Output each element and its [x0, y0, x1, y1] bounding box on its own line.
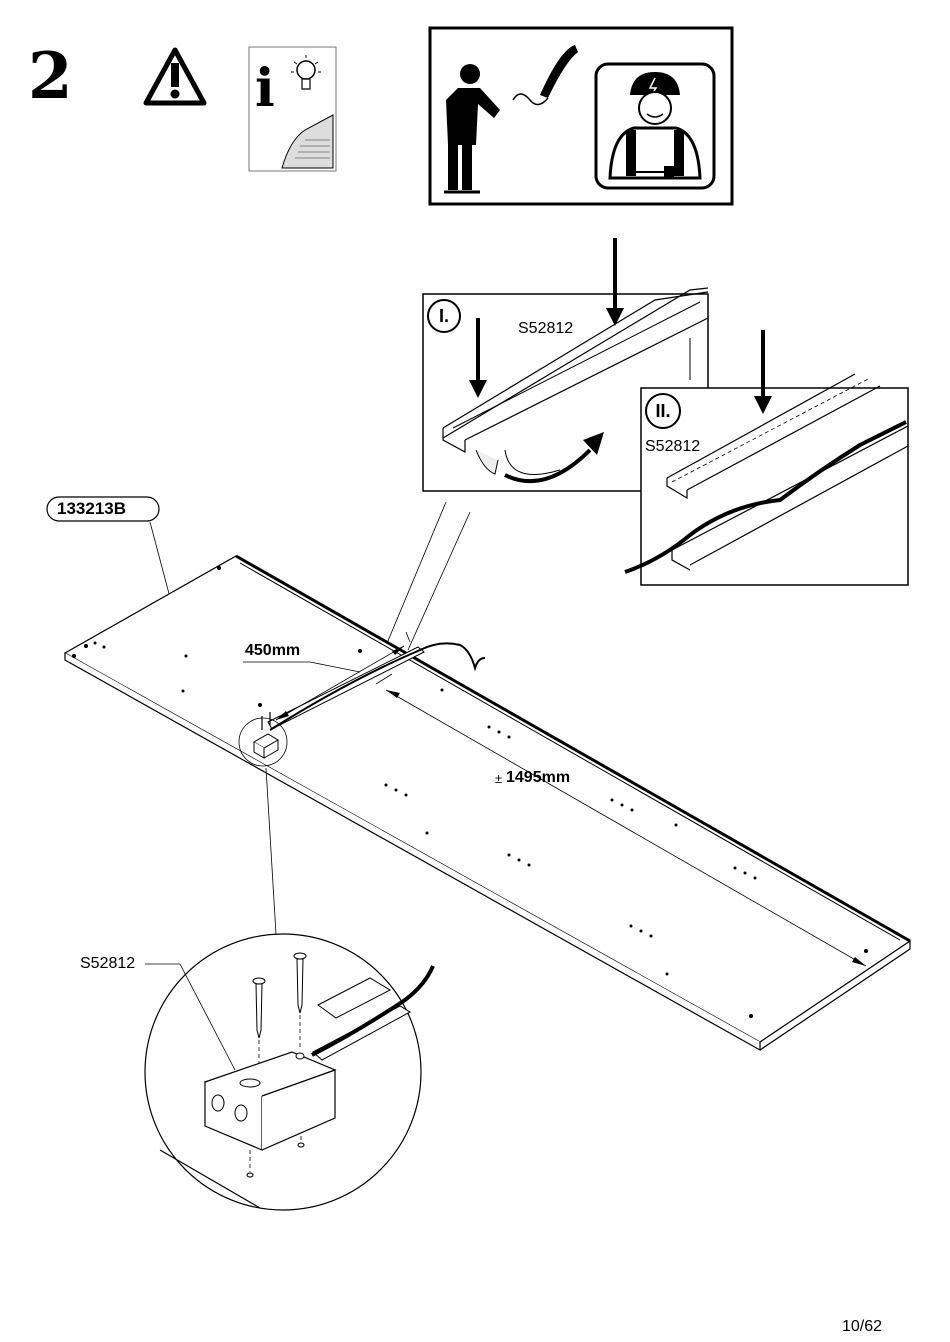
call-electrician-icon — [428, 26, 734, 206]
info-sheet-icon: i — [248, 46, 337, 172]
detail-2-marker: II. — [645, 393, 681, 429]
dimension-length-label: 1495mm — [506, 769, 571, 786]
panel-part-code: 133213B — [57, 499, 127, 518]
svg-text:i: i — [255, 58, 275, 119]
profile-code-zoom: S52812 — [80, 955, 136, 972]
detail-1-marker: I. — [427, 299, 461, 333]
zoom-detail — [144, 933, 435, 1211]
profile-code-detail-1: S52812 — [518, 320, 574, 337]
profile-code-detail-2: S52812 — [645, 438, 701, 455]
dimension-offset-label: 450mm — [245, 642, 301, 659]
detail-two — [624, 330, 909, 586]
dimension-tolerance-sign: ± — [495, 771, 503, 786]
page-number: 10/62 — [841, 1318, 882, 1335]
step-number: 2 — [28, 39, 73, 114]
dimension-450 — [243, 631, 411, 721]
dimension-1495 — [375, 673, 867, 967]
warning-triangle-icon — [143, 47, 207, 106]
panel-board — [63, 554, 912, 1052]
